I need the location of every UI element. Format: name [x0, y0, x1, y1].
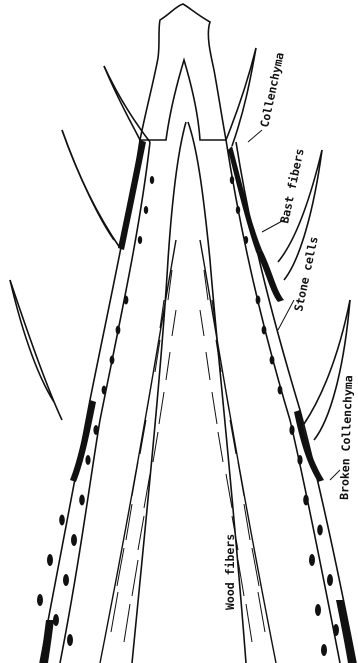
wood-fibers-core [132, 122, 186, 663]
label-bast-fibers: Bast fibers [277, 147, 307, 224]
label-collenchyma: Collenchyma [257, 51, 287, 128]
label-broken-collenchyma: Broken Collenchyma [337, 375, 355, 500]
collenchyma-leader [248, 130, 262, 142]
right-branches [226, 48, 356, 663]
stone-cells [37, 176, 339, 656]
wood-fibers-outer-right [200, 240, 276, 663]
label-stone-cells: Stone cells [291, 235, 321, 312]
stem-apex [140, 4, 226, 140]
wood-fiber-streaks [111, 270, 265, 642]
label-wood-fibers: Wood fibers [223, 534, 237, 610]
left-branches [10, 66, 150, 663]
